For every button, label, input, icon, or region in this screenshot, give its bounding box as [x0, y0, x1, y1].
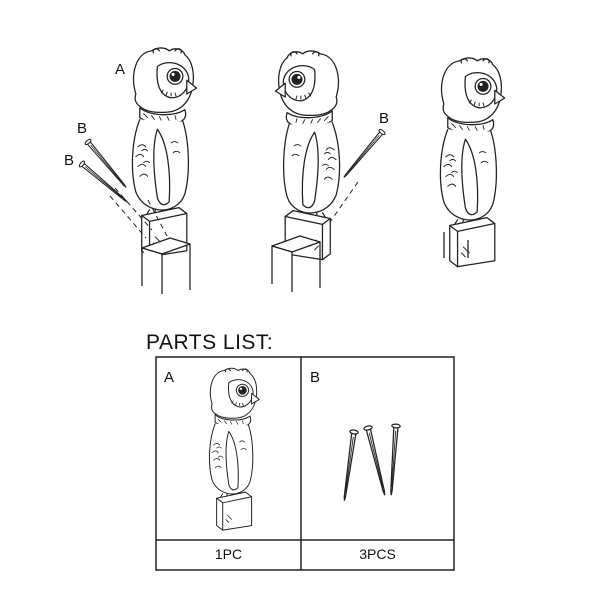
owl-figure-2 — [274, 50, 341, 261]
part-a-owl-image — [208, 367, 260, 531]
label-b-right: B — [379, 110, 390, 127]
post-1 — [141, 237, 191, 295]
nail-b-upper — [83, 137, 130, 191]
parts-list-title: PARTS LIST: — [146, 331, 274, 354]
part-a-letter: A — [164, 369, 175, 386]
part-a-quantity: 1PC — [214, 546, 243, 562]
part-b-quantity: 3PCS — [359, 546, 396, 562]
label-a-figure-1: A — [115, 61, 126, 78]
parts-table — [155, 356, 455, 571]
part-b-nail-image — [362, 424, 390, 497]
label-b-lower: B — [64, 152, 75, 169]
post-3 — [443, 232, 469, 258]
insertion-guide-line — [109, 187, 169, 239]
owl-figure-1 — [131, 47, 198, 258]
insertion-guide-line — [329, 181, 359, 223]
nail-b-lower — [77, 159, 131, 206]
part-b-nail-image — [386, 423, 401, 497]
label-b-upper: B — [77, 120, 88, 137]
part-b-letter: B — [310, 369, 321, 386]
nail-b-right — [340, 127, 387, 181]
owl-figure-3 — [439, 57, 506, 268]
part-b-nail-image — [339, 428, 360, 502]
post-2 — [271, 235, 321, 293]
